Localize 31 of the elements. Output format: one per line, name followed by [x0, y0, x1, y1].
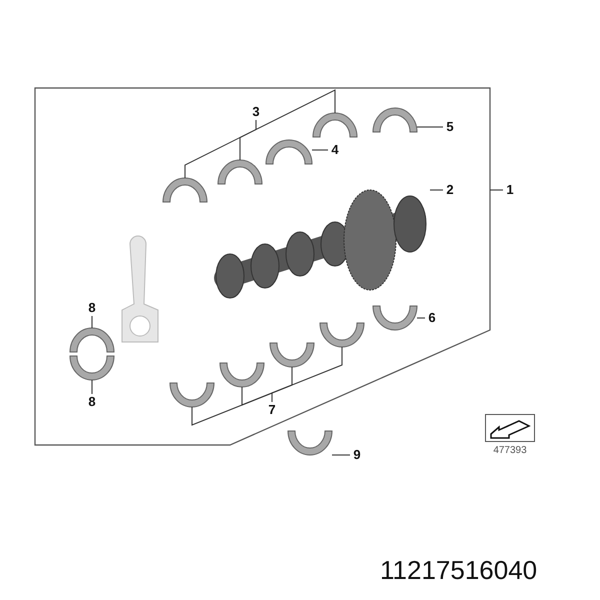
bearing-shell: [288, 431, 332, 455]
bearing-shell: [270, 343, 314, 367]
callout-number: 3: [249, 104, 263, 120]
bearing-shell: [70, 356, 114, 380]
leader-line: [332, 454, 350, 456]
leader-line: [416, 126, 444, 128]
assembly-frame: [35, 88, 490, 445]
bearing-shell: [218, 160, 262, 184]
bearing-shell: [373, 108, 417, 132]
bearing-shell: [320, 323, 364, 347]
callout-number: 7: [265, 402, 279, 418]
callout-number: 2: [443, 182, 457, 198]
bearing-shell: [373, 306, 417, 330]
leader-line: [242, 386, 272, 406]
callout-number: 8: [85, 300, 99, 316]
bearing-shell: [313, 113, 357, 137]
callout-number: 6: [425, 310, 439, 326]
callout-number: 5: [443, 119, 457, 135]
callout-number: 1: [503, 182, 517, 198]
callout-number: 8: [85, 394, 99, 410]
callout-number: 9: [350, 447, 364, 463]
bearing-shell: [170, 383, 214, 407]
leader-line: [256, 89, 336, 130]
bearing-shell: [220, 363, 264, 387]
leader-line: [272, 346, 342, 402]
part-number: 11217516040: [380, 555, 538, 586]
callout-number: 4: [328, 142, 342, 158]
bearing-shell: [70, 328, 114, 352]
bearing-shell: [266, 140, 312, 164]
drawing-number: 477393: [492, 445, 528, 456]
bearing-shell: [163, 178, 207, 202]
